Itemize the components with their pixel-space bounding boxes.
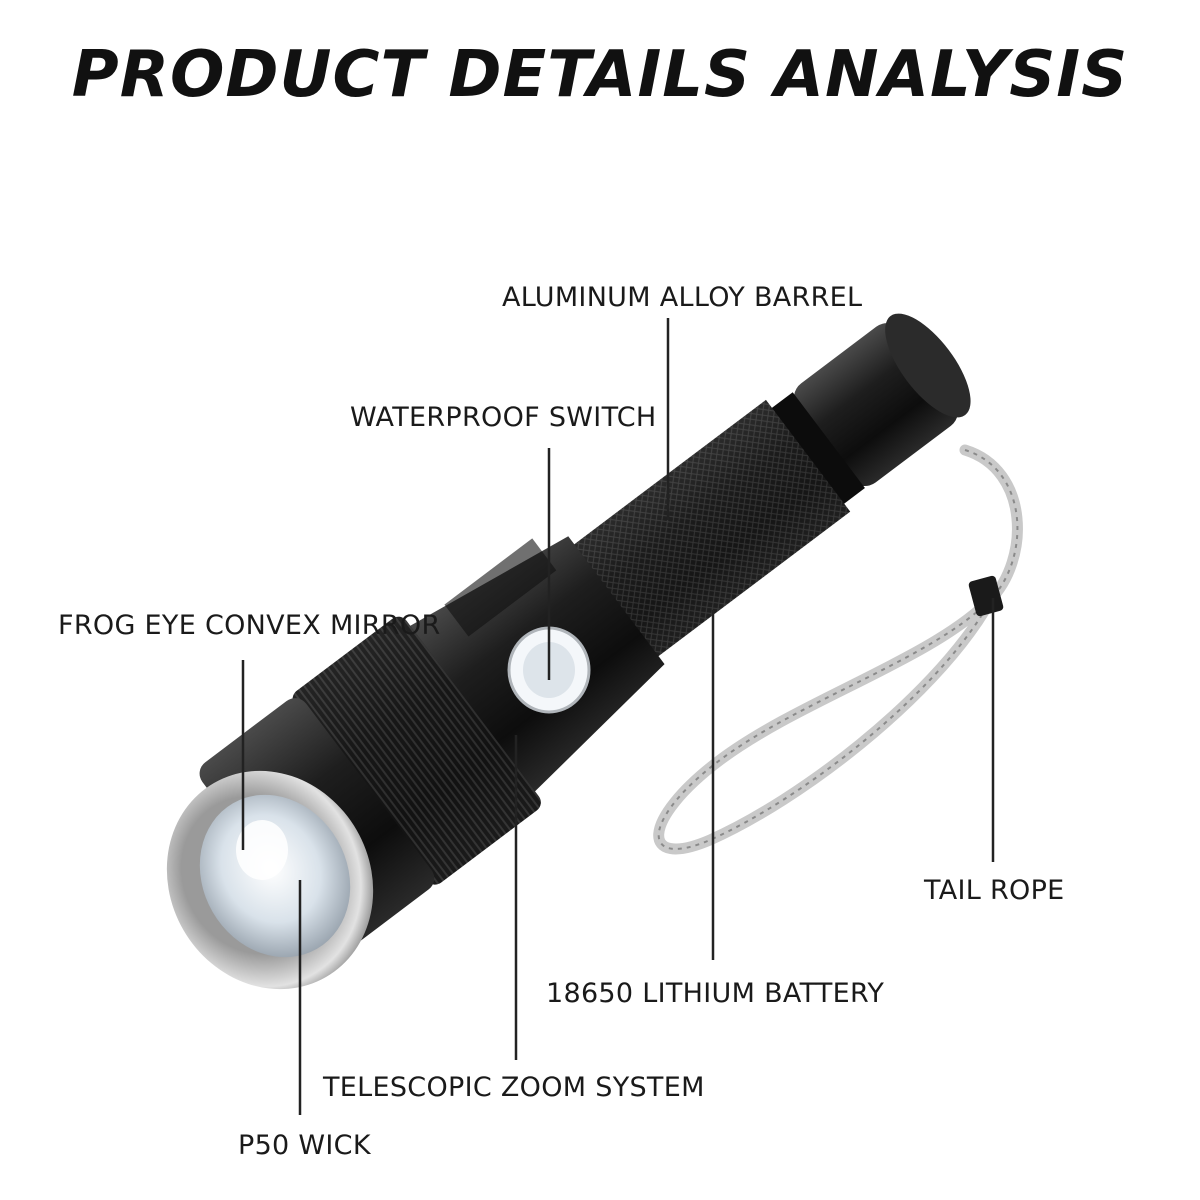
label-telescopic-zoom-system: TELESCOPIC ZOOM SYSTEM (323, 1072, 705, 1103)
label-waterproof-switch: WATERPROOF SWITCH (350, 402, 657, 433)
label-frog-eye-convex-mirror: FROG EYE CONVEX MIRROR (58, 610, 441, 641)
page-title: PRODUCT DETAILS ANALYSIS (71, 38, 1129, 112)
lens-mirror (199, 794, 351, 958)
label-p50-wick: P50 WICK (238, 1130, 371, 1161)
label-tail-rope: TAIL ROPE (924, 875, 1065, 906)
rope-clip (968, 575, 1004, 617)
label-18650-lithium-battery: 18650 LITHIUM BATTERY (546, 978, 885, 1009)
label-aluminum-alloy-barrel: ALUMINUM ALLOY BARREL (502, 282, 863, 313)
